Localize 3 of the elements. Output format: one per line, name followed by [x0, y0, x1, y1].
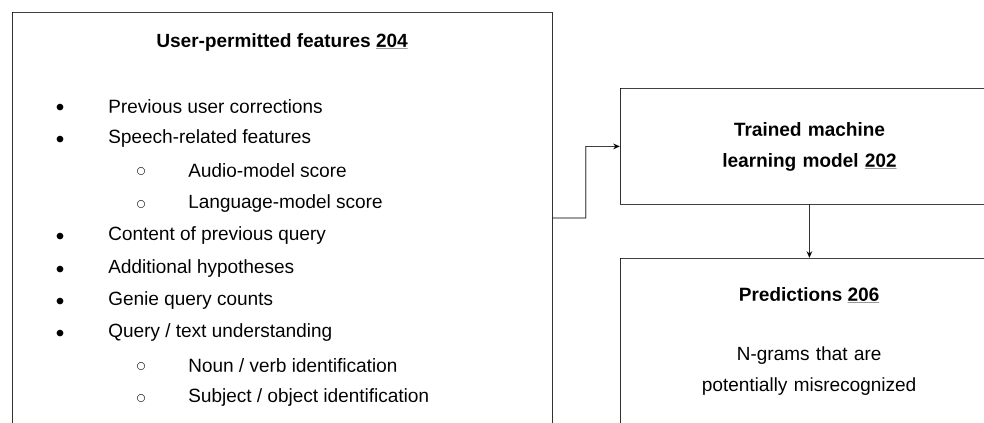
- predictions-box: Predictions 206 N-grams that are potentially misrecognized: [620, 258, 984, 423]
- model-box: Trained machine learning model 202: [620, 88, 984, 205]
- feature-box: User-permitted features 204 Previous user corrections Speech-related features Audio-model score Language-model score Content of previous query Additional hypotheses Genie query counts Query / text understanding Noun / verb identification Subject / object identification: [12, 12, 553, 423]
